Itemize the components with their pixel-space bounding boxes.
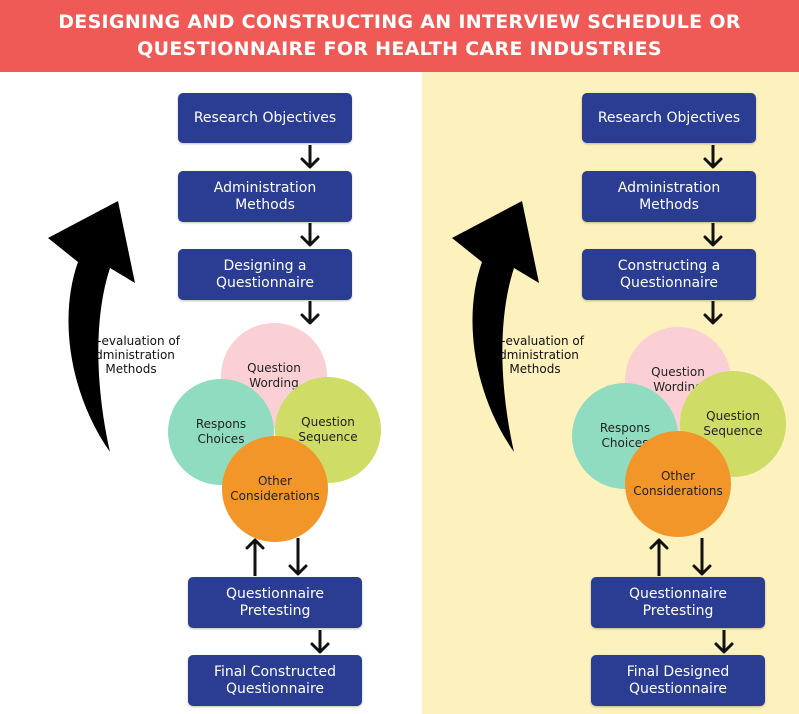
right-step-questionnaire-pretesting: Questionnaire Pretesting bbox=[591, 577, 765, 628]
right-arrow-down bbox=[692, 538, 712, 576]
left-step-final-constructed: Final Constructed Questionnaire bbox=[188, 655, 362, 706]
right-step-administration-methods: Administration Methods bbox=[582, 171, 756, 222]
right-other-label: Other Considerations bbox=[633, 469, 723, 498]
left-sequence-label: Question Sequence bbox=[298, 415, 358, 444]
left-step-administration-methods: Administration Methods bbox=[178, 171, 352, 222]
right-circle-other-considerations: Other Considerations bbox=[625, 431, 731, 537]
right-arrow-4 bbox=[714, 630, 734, 654]
right-step-final-designed: Final Designed Questionnaire bbox=[591, 655, 765, 706]
left-arrow-1 bbox=[300, 145, 320, 169]
right-arrow-3 bbox=[703, 301, 723, 325]
left-note-reevaluation: Re-evaluation of Administration Methods bbox=[81, 334, 180, 376]
right-arrow-2 bbox=[703, 223, 723, 247]
left-step-designing-questionnaire: Designing a Questionnaire bbox=[178, 249, 352, 300]
left-wording-label: Question Wording bbox=[247, 361, 301, 390]
left-arrow-down bbox=[288, 538, 308, 576]
title-line-1: DESIGNING AND CONSTRUCTING AN INTERVIEW … bbox=[58, 11, 741, 33]
left-circle-other-considerations: Other Considerations bbox=[222, 436, 328, 542]
right-note-reevaluation: Re-evaluation of Administration Methods bbox=[485, 334, 584, 376]
title-line-2: QUESTIONNAIRE FOR HEALTH CARE INDUSTRIES bbox=[137, 38, 662, 60]
left-arrow-2 bbox=[300, 223, 320, 247]
left-feedback-arrow bbox=[48, 201, 135, 452]
left-arrow-4 bbox=[310, 630, 330, 654]
right-arrow-up bbox=[649, 538, 669, 576]
right-step-constructing-questionnaire: Constructing a Questionnaire bbox=[582, 249, 756, 300]
left-arrow-up bbox=[245, 538, 265, 576]
left-arrow-3 bbox=[300, 301, 320, 325]
left-response-label: Respons Choices bbox=[195, 417, 247, 446]
right-sequence-label: Question Sequence bbox=[703, 409, 763, 438]
left-step-research-objectives: Research Objectives bbox=[178, 93, 352, 143]
left-other-label: Other Considerations bbox=[230, 474, 320, 503]
right-arrow-1 bbox=[703, 145, 723, 169]
left-step-questionnaire-pretesting: Questionnaire Pretesting bbox=[188, 577, 362, 628]
right-step-research-objectives: Research Objectives bbox=[582, 93, 756, 143]
right-feedback-arrow bbox=[452, 201, 539, 452]
page-title: DESIGNING AND CONSTRUCTING AN INTERVIEW … bbox=[0, 0, 799, 72]
right-response-label: Respons Choices bbox=[599, 421, 651, 450]
